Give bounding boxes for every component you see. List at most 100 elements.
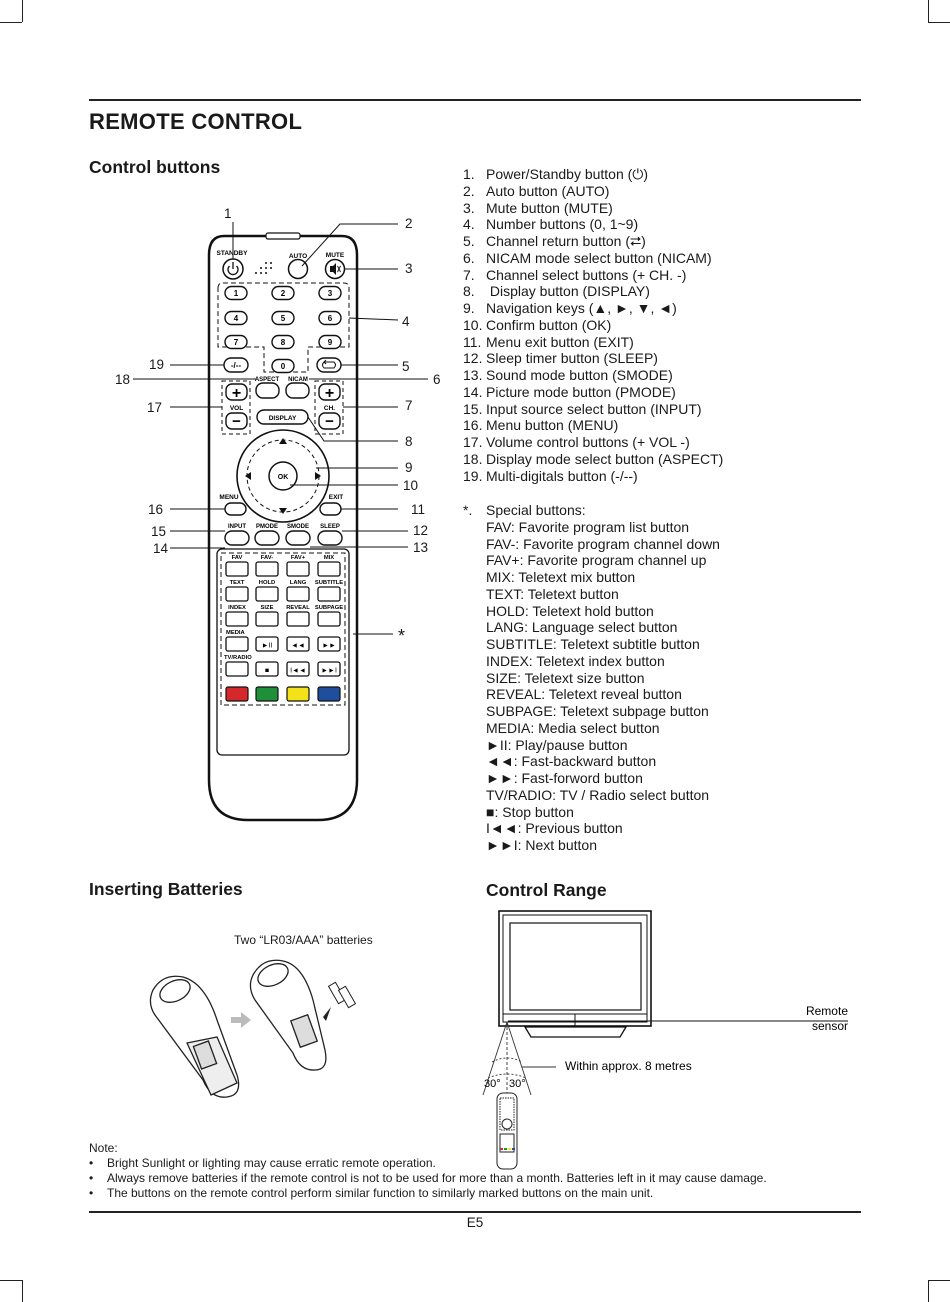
remote-back-right [249,959,327,1071]
mute-icon [330,263,341,275]
battery-illustration [149,959,357,1098]
note-item: Bright Sunlight or lighting may cause er… [89,1156,767,1171]
nicam-button [285,382,310,399]
list-number: 2. [463,182,475,199]
section-control-buttons: Control buttons [89,157,221,177]
callout-6: 6 [433,372,441,387]
list-text: Multi-digitals button (-/--) [486,467,638,484]
callout-star: * [398,626,406,646]
nav-down-icon [279,508,287,514]
ok-button [268,461,298,491]
crop-mark [928,1280,950,1281]
button-list-item: 6.NICAM mode select button (NICAM) [463,250,723,267]
callout-11: 11 [411,502,426,517]
special-label-size: SIZE [261,605,274,611]
down-arrow-icon [323,1007,331,1021]
special-item: FAV+: Favorite program channel up [486,552,707,569]
numpad-dashed-box [217,282,350,373]
digit-button [271,334,295,350]
label-auto: AUTO [289,253,307,260]
digit-label: 3 [328,289,333,298]
button-list-item: 4.Number buttons (0, 1~9) [463,216,723,233]
list-number: 6. [463,249,475,266]
list-number: 17. [463,434,483,450]
label-ch: CH. [324,405,335,412]
list-text: Menu exit button (EXIT) [486,333,634,350]
callout-15: 15 [151,524,167,539]
ir-window [265,232,301,240]
special-buttons-list: *.Special buttons: FAV: Favorite program… [463,502,720,854]
angle-right-label: 30° [509,1078,526,1090]
ch-plus-label: + [325,385,334,402]
special-marker: *. [463,502,473,518]
media-key-icon: I◄◄ [290,668,306,675]
list-text: Mute button (MUTE) [486,199,613,216]
label-pmode: PMODE [256,524,278,530]
button-list-item: 5.Channel return button (⮂) [463,233,723,250]
media-key-icon: ►► [322,643,336,650]
section-control-range: Control Range [486,880,607,900]
special-item: TV/RADIO: TV / Radio select button [486,786,710,803]
label-vol: VOL [230,405,243,412]
bottom-rule [89,1211,861,1213]
notes: Note: Bright Sunlight or lighting may ca… [89,1141,767,1201]
label-display: DISPLAY [269,415,297,422]
special-button-hold [255,586,279,602]
list-text: Confirm button (OK) [486,316,612,333]
button-list-item: 11.Menu exit button (EXIT) [463,334,723,351]
special-label-tvradio: TV/RADIO [224,655,252,661]
media-key-icon: ◄◄ [291,643,305,650]
remote-back-left [149,975,240,1098]
callout-16: 16 [148,502,164,517]
digit-label: 5 [281,314,286,323]
special-item: SIZE: Teletext size button [486,669,645,686]
menu-button [224,502,247,516]
range-cone [482,1021,556,1096]
list-text: Display mode select button (ASPECT) [486,450,724,467]
special-item: ■: Stop button [486,803,574,820]
exit-button [319,502,342,516]
list-number: 19. [463,467,483,484]
list-text: Menu button (MENU) [486,417,619,434]
digit-label: 8 [281,338,286,347]
list-number: 7. [463,266,475,283]
media-key [255,636,279,652]
special-item: TEXT: Teletext button [486,585,619,602]
list-number: 13. [463,367,483,383]
list-text: Power/Standby button (⏻) [486,166,649,182]
special-label-mix: MIX [324,555,334,561]
input-button [224,530,250,546]
list-number: 15. [463,400,483,417]
page-number: E5 [466,1215,484,1230]
callout-8: 8 [405,434,413,449]
special-item: ◄◄: Fast-backward button [486,753,657,770]
digit-button [318,310,342,326]
list-number: 14. [463,383,483,400]
note-item: Always remove batteries if the remote co… [89,1171,767,1186]
special-button-fav_plus [286,561,310,577]
list-text: Input source select button (INPUT) [486,400,702,417]
special-button-subpage [317,611,341,627]
digit-label: 0 [281,362,286,371]
callout-19: 19 [149,357,165,372]
ch-dashed-box [314,380,344,435]
angle-left-label: 30° [484,1078,501,1090]
list-number: 12. [463,350,483,367]
button-list-item: 19.Multi-digitals button (-/--) [463,468,723,485]
button-list-item: 7.Channel select buttons (+ CH. -) [463,267,723,284]
list-text: Navigation keys (▲, ►, ▼, ◄) [486,300,677,316]
digit-button [318,285,342,301]
callout-4: 4 [402,314,410,329]
callout-13: 13 [413,540,429,555]
media-key [317,661,341,677]
special-button-mix [317,561,341,577]
media-key [317,636,341,652]
special-item: LANG: Language select button [486,619,678,636]
digit-button [318,334,342,350]
special-heading-text: Special buttons: [486,502,586,518]
special-label-index: INDEX [228,605,246,611]
crop-mark [928,22,950,23]
digit-button [224,334,248,350]
callout-7: 7 [405,398,413,413]
